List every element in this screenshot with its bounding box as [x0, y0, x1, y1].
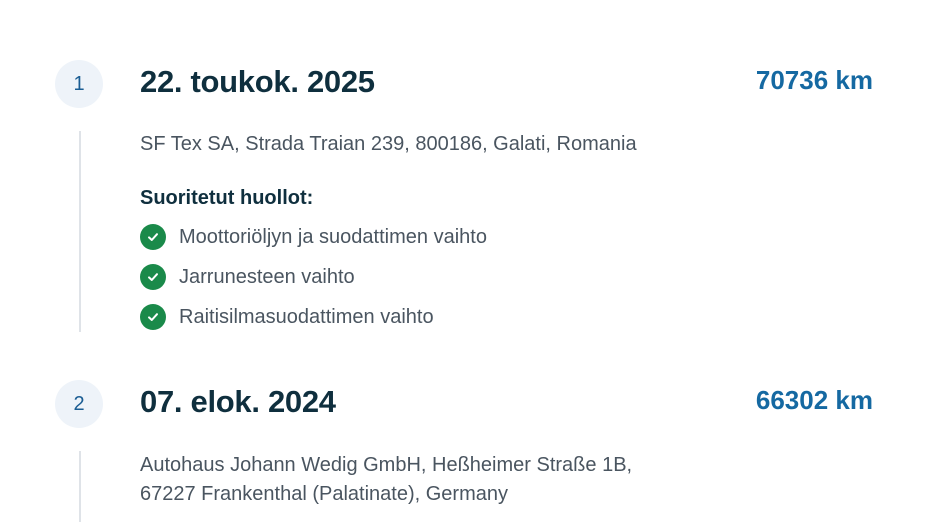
service-entry: 1 22. toukok. 2025 70736 km SF Tex SA, S… [55, 60, 873, 337]
address-line: Autohaus Johann Wedig GmbH, Heßheimer St… [140, 454, 633, 476]
services-list: Moottoriöljyn ja suodattimen vaihto Jarr… [140, 217, 487, 337]
step-number-badge: 2 [55, 380, 103, 428]
service-address: SF Tex SA, Strada Traian 239, 800186, Ga… [140, 130, 637, 159]
service-label: Moottoriöljyn ja suodattimen vaihto [179, 225, 487, 248]
address-line: SF Tex SA, Strada Traian 239, 800186, Ga… [140, 133, 637, 155]
step-number-badge: 1 [55, 60, 103, 108]
service-date: 22. toukok. 2025 [140, 64, 375, 99]
check-circle-icon [140, 264, 166, 290]
service-mileage: 70736 km [755, 65, 873, 95]
timeline-connector-line [79, 451, 81, 522]
service-label: Raitisilmasuodattimen vaihto [179, 305, 434, 328]
address-line: 67227 Frankenthal (Palatinate), Germany [140, 483, 508, 505]
check-circle-icon [140, 304, 166, 330]
service-item: Moottoriöljyn ja suodattimen vaihto [140, 217, 487, 257]
service-address: Autohaus Johann Wedig GmbH, Heßheimer St… [140, 451, 632, 509]
service-label: Jarrunesteen vaihto [179, 265, 355, 288]
service-mileage: 66302 km [755, 385, 873, 415]
service-item: Raitisilmasuodattimen vaihto [140, 297, 487, 337]
timeline-connector-line [79, 131, 81, 332]
services-title: Suoritetut huollot: [140, 187, 314, 209]
service-date: 07. elok. 2024 [140, 384, 336, 419]
check-circle-icon [140, 224, 166, 250]
service-item: Jarrunesteen vaihto [140, 257, 487, 297]
